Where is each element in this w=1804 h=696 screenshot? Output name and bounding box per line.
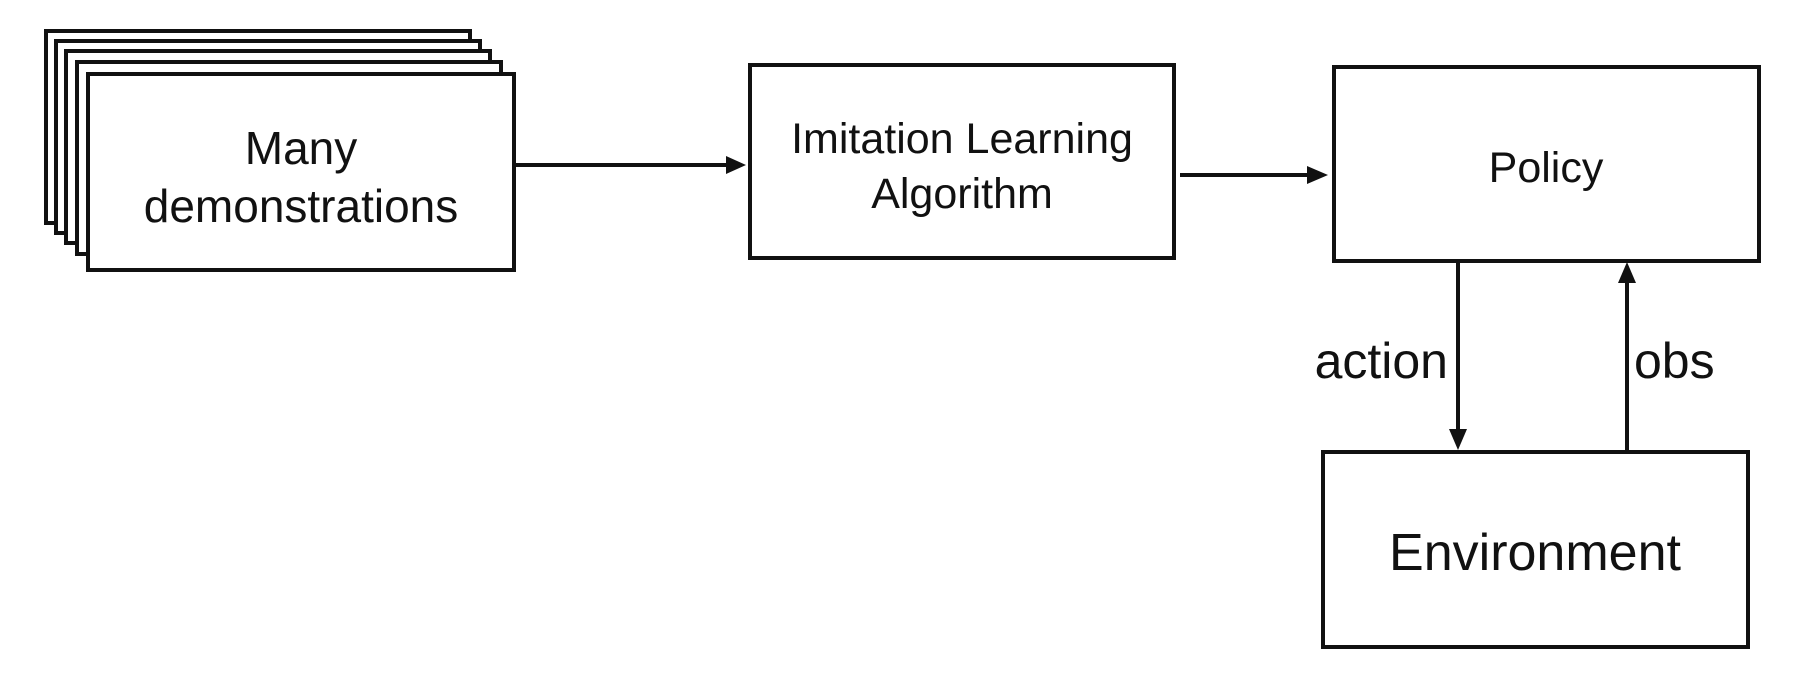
demonstrations-label-line2: demonstrations — [144, 180, 459, 232]
demonstration-card-front — [86, 72, 516, 272]
arrowhead-right — [726, 156, 746, 174]
environment-label: Environment — [1389, 524, 1681, 582]
arrow-algorithm-to-policy — [1180, 166, 1328, 184]
arrow-obs: obs — [1618, 262, 1715, 452]
environment-node: Environment — [1321, 450, 1750, 649]
obs-label: obs — [1634, 333, 1715, 389]
policy-label: Policy — [1489, 144, 1604, 192]
arrow-action: action — [1315, 261, 1467, 450]
demonstrations-stack: Many demonstrations — [44, 29, 516, 272]
algorithm-label-line2: Algorithm — [871, 170, 1053, 218]
action-label: action — [1315, 333, 1448, 389]
environment-box — [1321, 450, 1750, 649]
policy-box — [1332, 65, 1761, 263]
policy-node: Policy — [1332, 65, 1761, 263]
algorithm-node: Imitation Learning Algorithm — [748, 63, 1176, 260]
algorithm-label-line1: Imitation Learning — [791, 115, 1133, 163]
algorithm-box — [748, 63, 1176, 260]
arrow-demonstrations-to-algorithm — [514, 156, 746, 174]
arrowhead-right — [1307, 166, 1328, 184]
arrowhead-down — [1449, 429, 1467, 450]
arrowhead-up — [1618, 262, 1636, 283]
demonstrations-label-line1: Many — [245, 122, 357, 174]
